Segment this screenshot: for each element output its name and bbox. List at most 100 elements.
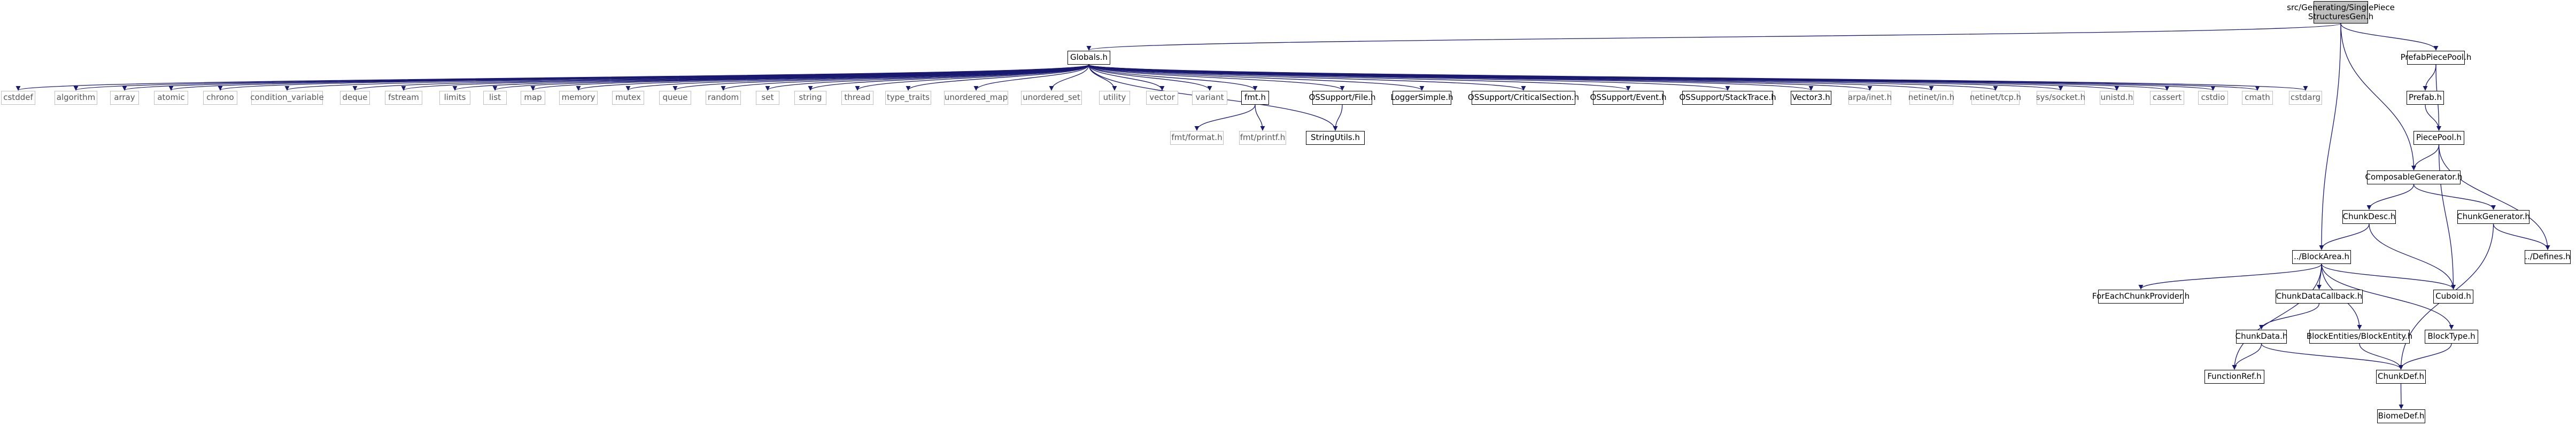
node-chunkgenerator-h[interactable]: ChunkGenerator.h	[2457, 210, 2530, 224]
edge-blockarea-h-to-cuboid-h	[2321, 263, 2456, 290]
node-ossupport-stacktrace-h[interactable]: OSSupport/StackTrace.h	[1679, 91, 1776, 105]
node-random: random	[706, 91, 741, 105]
node-chunkdef-h[interactable]: ChunkDef.h	[2376, 370, 2426, 384]
node-string: string	[794, 91, 826, 105]
node-utility: utility	[1099, 91, 1130, 105]
node-vector: vector	[1146, 91, 1178, 105]
node-defines-h[interactable]: ../Defines.h	[2525, 250, 2571, 264]
edge-fmt-h-to-fmt-printf-h	[1255, 104, 1265, 131]
node-limits: limits	[439, 91, 470, 105]
edge-prefabpiecepool-h-to-prefab-h	[2423, 64, 2436, 91]
node-netinet-tcp-h: netinet/tcp.h	[1970, 91, 2021, 105]
node-unordered-map: unordered_map	[944, 91, 1008, 105]
node-cstdio: cstdio	[2198, 91, 2228, 105]
edge-chunkdata-h-to-functionref-h	[2232, 343, 2262, 370]
edge-root-header-to-composablegenerator-h	[2340, 23, 2417, 170]
node-foreachchunkprovider-h[interactable]: ForEachChunkProvider.h	[2092, 290, 2190, 304]
edge-globals-h-to-condition-variable	[284, 64, 1089, 91]
edge-blockarea-h-to-blocktype-h	[2321, 263, 2454, 330]
edge-chunkdata-h-to-chunkdef-h	[2261, 343, 2403, 370]
node-list: list	[483, 91, 507, 105]
node-chunkdesc-h[interactable]: ChunkDesc.h	[2342, 210, 2396, 224]
node-chunkdatacallback-h[interactable]: ChunkDataCallback.h	[2276, 290, 2363, 304]
edge-globals-h-to-string	[808, 64, 1089, 91]
edge-globals-h-to-ossupport-criticalsection-h	[1088, 64, 1526, 91]
edge-globals-h-to-cstdarg	[1088, 64, 2308, 91]
edge-blockarea-h-to-functionref-h	[2232, 263, 2322, 370]
node-piecepool-h[interactable]: PiecePool.h	[2413, 131, 2464, 145]
node-sys-socket-h: sys/socket.h	[2036, 91, 2085, 105]
node-stringutils-h[interactable]: StringUtils.h	[1306, 131, 1365, 145]
node-algorithm: algorithm	[55, 91, 97, 105]
node-ossupport-criticalsection-h[interactable]: OSSupport/CriticalSection.h	[1468, 91, 1579, 105]
node-vector3-h[interactable]: Vector3.h	[1791, 91, 1831, 105]
edge-chunkdef-h-to-biomedef-h	[2399, 383, 2404, 409]
node-prefab-h[interactable]: Prefab.h	[2407, 91, 2444, 105]
node-ossupport-file-h[interactable]: OSSupport/File.h	[1309, 91, 1376, 105]
edge-root-header-to-blockarea-h	[2319, 23, 2341, 250]
edge-piecepool-h-to-defines-h	[2438, 144, 2550, 250]
edge-blocktype-h-to-chunkdef-h	[2398, 343, 2452, 370]
edge-composablegenerator-h-to-chunkdesc-h	[2366, 184, 2415, 210]
edge-fmt-h-to-fmt-format-h	[1194, 104, 1256, 131]
node-mutex: mutex	[612, 91, 644, 105]
node-cmath: cmath	[2242, 91, 2273, 105]
edge-blockarea-h-to-foreachchunkprovider-h	[2138, 263, 2322, 290]
node-type-traits: type_traits	[885, 91, 931, 105]
node-fmt-printf-h: fmt/printf.h	[1239, 131, 1286, 145]
node-variant: variant	[1192, 91, 1227, 105]
node-fmt-h[interactable]: fmt.h	[1241, 91, 1269, 105]
edge-globals-h-to-type-traits	[906, 64, 1089, 91]
node-blockarea-h[interactable]: ../BlockArea.h	[2292, 250, 2351, 264]
node-memory: memory	[559, 91, 598, 105]
edge-root-header-to-globals-h	[1087, 23, 2341, 51]
node-prefabpiecepool-h[interactable]: PrefabPiecePool.h	[2401, 51, 2471, 65]
node-fstream: fstream	[385, 91, 422, 105]
node-array: array	[110, 91, 139, 105]
edge-piecepool-h-to-cuboid-h	[2438, 144, 2456, 290]
node-loggersimple-h[interactable]: LoggerSimple.h	[1390, 91, 1453, 105]
node-blocktype-h[interactable]: BlockType.h	[2425, 330, 2478, 344]
node-unistd-h: unistd.h	[2100, 91, 2134, 105]
edge-chunkdesc-h-to-cuboid-h	[2369, 223, 2456, 290]
node-cuboid-h[interactable]: Cuboid.h	[2433, 290, 2473, 304]
node-queue: queue	[659, 91, 691, 105]
node-set: set	[756, 91, 779, 105]
node-fmt-format-h: fmt/format.h	[1170, 131, 1224, 145]
node-chunkdata-h[interactable]: ChunkData.h	[2235, 330, 2287, 344]
edge-prefab-h-to-piecepool-h	[2425, 104, 2442, 131]
edge-globals-h-to-unordered-set	[1049, 64, 1089, 91]
edge-chunkgenerator-h-to-defines-h	[2493, 223, 2550, 250]
edge-blockentity-h-to-chunkdef-h	[2359, 343, 2404, 370]
edge-globals-h-to-ossupport-file-h	[1088, 64, 1345, 91]
node-blockentity-h[interactable]: BlockEntities/BlockEntity.h	[2307, 330, 2412, 344]
node-chrono: chrono	[203, 91, 237, 105]
node-composablegenerator-h[interactable]: ComposableGenerator.h	[2365, 170, 2462, 184]
node-cstdarg: cstdarg	[2289, 91, 2322, 105]
edge-globals-h-to-loggersimple-h	[1088, 64, 1425, 91]
node-cassert: cassert	[2150, 91, 2184, 105]
node-condition-variable: condition_variable	[250, 91, 324, 105]
edge-globals-h-to-vector	[1088, 64, 1165, 91]
node-functionref-h[interactable]: FunctionRef.h	[2204, 370, 2264, 384]
node-globals-h[interactable]: Globals.h	[1067, 51, 1110, 65]
dependency-edges	[16, 23, 2550, 409]
edge-globals-h-to-ossupport-event-h	[1088, 64, 1631, 91]
node-atomic: atomic	[154, 91, 188, 105]
edge-globals-h-to-variant	[1088, 64, 1212, 91]
node-deque: deque	[340, 91, 370, 105]
node-ossupport-event-h[interactable]: OSSupport/Event.h	[1590, 91, 1666, 105]
root-header-line1: src/Generating/SinglePiece	[2287, 2, 2395, 12]
edge-composablegenerator-h-to-chunkgenerator-h	[2413, 184, 2496, 210]
root-header-line2: StructuresGen.h	[2308, 12, 2374, 21]
edge-globals-h-to-fstream	[401, 64, 1089, 91]
edge-globals-h-to-set	[765, 64, 1089, 91]
edge-chunkdatacallback-h-to-chunkdata-h	[2258, 303, 2320, 330]
node-biomedef-h[interactable]: BiomeDef.h	[2377, 409, 2425, 423]
edge-root-header-to-prefabpiecepool-h	[2340, 23, 2439, 51]
edge-globals-h-to-fmt-h	[1088, 64, 1258, 91]
node-unordered-set: unordered_set	[1021, 91, 1082, 105]
edge-chunkdesc-h-to-blockarea-h	[2319, 223, 2370, 250]
edge-globals-h-to-array	[122, 64, 1089, 91]
